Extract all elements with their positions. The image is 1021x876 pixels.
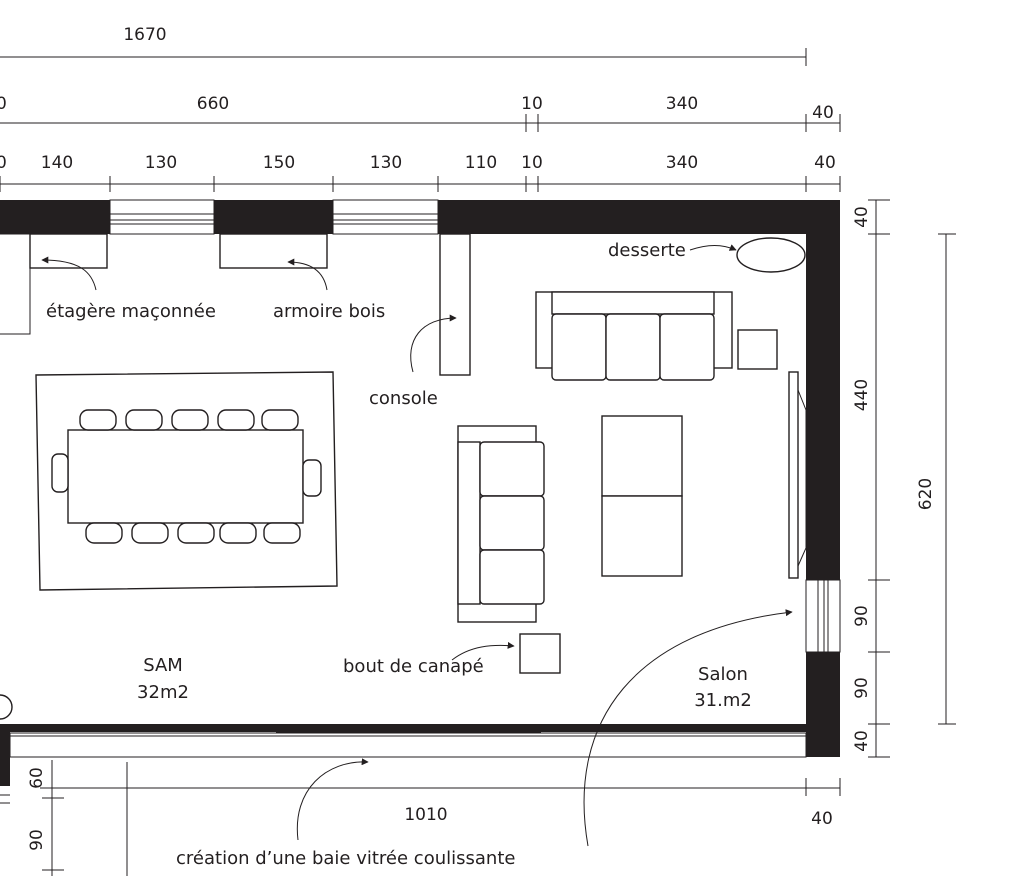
- top-dimension-lines: [0, 48, 841, 192]
- label-console: console: [369, 388, 438, 409]
- label-shelf: étagère maçonnée: [46, 301, 216, 322]
- dim-bottom-left-b: 90: [27, 829, 47, 851]
- side-table-top: [737, 329, 778, 370]
- sliding-bay-window: [0, 732, 807, 804]
- dim-row3-w2: 130: [145, 153, 177, 173]
- dim-bottom-span: 1010: [404, 805, 447, 825]
- sofa-left: [457, 425, 545, 623]
- dim-row3-w7: 340: [666, 153, 698, 173]
- wardrobe: [219, 233, 328, 269]
- dim-row3-w8: 40: [814, 153, 836, 173]
- dim-right-bottom: 40: [852, 730, 872, 752]
- dim-row2-span-b: 10: [521, 94, 543, 114]
- dim-bottom-end: 40: [811, 809, 833, 829]
- dining-table: [67, 429, 304, 524]
- dim-row2-span-a: 660: [197, 94, 229, 114]
- dim-right-total: 620: [916, 478, 936, 510]
- dim-bottom-left-a: 60: [27, 767, 47, 789]
- sofa-top: [535, 291, 733, 381]
- dim-row2-span-c: 340: [666, 94, 698, 114]
- top-window-2: [332, 199, 439, 235]
- dim-right-window: 90: [852, 605, 872, 627]
- top-window-1: [109, 199, 215, 235]
- label-living-name: Salon: [698, 664, 748, 685]
- console: [439, 233, 471, 376]
- dim-right-lower: 90: [852, 677, 872, 699]
- dim-row3-left: 0: [0, 153, 7, 173]
- annotation-arrows: [41, 244, 793, 847]
- dim-row3-w5: 110: [465, 153, 497, 173]
- label-living-area: 31.m2: [694, 690, 752, 711]
- bottom-dimension-lines: [40, 760, 841, 876]
- coffee-tables: [601, 415, 683, 577]
- dim-row2-left: 0: [0, 94, 7, 114]
- label-serving-table: desserte: [608, 240, 686, 261]
- dim-right-top: 40: [852, 206, 872, 228]
- dim-overall: 1670: [123, 25, 166, 45]
- dim-row3-w4: 130: [370, 153, 402, 173]
- dim-row3-w3: 150: [263, 153, 295, 173]
- label-dining-name: SAM: [143, 655, 183, 676]
- serving-table: [736, 237, 806, 273]
- label-side-table: bout de canapé: [343, 656, 484, 677]
- label-wardrobe: armoire bois: [273, 301, 385, 322]
- dim-row2-span-d: 40: [812, 103, 834, 123]
- dim-row3-w6: 10: [521, 153, 543, 173]
- dining-chairs: [51, 409, 322, 544]
- dim-row3-w1: 140: [41, 153, 73, 173]
- tv-unit: [788, 371, 807, 579]
- sofa-end-table: [519, 633, 561, 674]
- walls: [0, 200, 840, 786]
- right-dimension-lines: [868, 199, 956, 758]
- label-dining-area: 32m2: [137, 682, 189, 703]
- edge-circle: [0, 694, 13, 720]
- right-window: [805, 579, 841, 653]
- dim-right-middle: 440: [852, 379, 872, 411]
- label-bay-window: création d’une baie vitrée coulissante: [176, 848, 515, 869]
